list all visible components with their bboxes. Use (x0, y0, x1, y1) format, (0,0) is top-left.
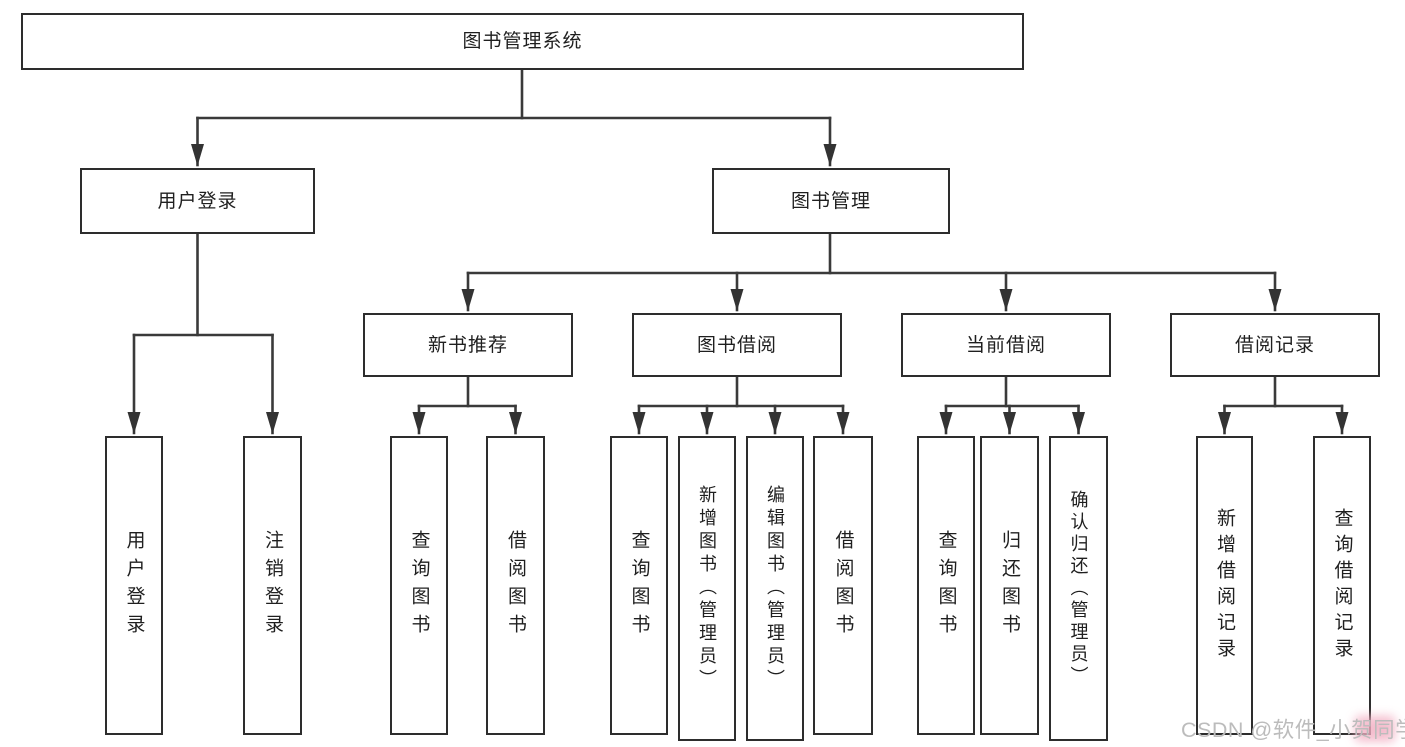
leaf-query-books-borrow: 查询图书 (610, 436, 668, 735)
node-book-management: 图书管理 (712, 168, 950, 234)
edge-root-to-level2 (191, 68, 837, 167)
leaf-query-borrow-record: 查询借阅记录 (1313, 436, 1371, 735)
node-user-login: 用户登录 (80, 168, 315, 234)
leaf-edit-books-admin-label: 编辑图书（管理员） (765, 485, 785, 692)
leaf-add-books-admin-label: 新增图书（管理员） (697, 485, 717, 692)
leaf-logout-login: 注销登录 (243, 436, 302, 735)
edge-newbook-to-leaves (412, 375, 522, 435)
leaf-borrow-books: 借阅图书 (813, 436, 873, 735)
leaf-query-books-current-label: 查询图书 (935, 529, 957, 642)
leaf-add-borrow-record-label: 新增借阅记录 (1214, 507, 1235, 664)
leaf-borrow-books-recommend-label: 借阅图书 (505, 529, 526, 642)
edge-borrow-to-leaves (632, 375, 850, 435)
leaf-user-login-label: 用户登录 (123, 529, 145, 642)
node-borrow-record: 借阅记录 (1170, 313, 1380, 377)
leaf-query-books-recommend-label: 查询图书 (408, 529, 430, 642)
leaf-return-books: 归还图书 (980, 436, 1039, 735)
leaf-user-login: 用户登录 (105, 436, 163, 735)
node-book-borrow: 图书借阅 (632, 313, 842, 377)
leaf-borrow-books-label: 借阅图书 (832, 529, 854, 642)
node-current-borrow: 当前借阅 (901, 313, 1111, 377)
edge-bookmgmt-to-level3 (461, 232, 1282, 312)
leaf-query-books-recommend: 查询图书 (390, 436, 448, 735)
leaf-return-books-label: 归还图书 (999, 529, 1020, 642)
leaf-confirm-return-admin-label: 确认归还（管理员） (1068, 489, 1089, 688)
csdn-watermark: CSDN @软件_小贺同学 (1181, 718, 1405, 742)
leaf-edit-books-admin: 编辑图书（管理员） (746, 436, 804, 741)
node-library-management-system: 图书管理系统 (21, 13, 1024, 70)
leaf-confirm-return-admin: 确认归还（管理员） (1049, 436, 1108, 741)
edge-userlogin-to-leaves (127, 232, 279, 435)
watermark-highlight (1355, 716, 1395, 742)
leaf-add-borrow-record: 新增借阅记录 (1196, 436, 1253, 735)
leaf-query-books-borrow-label: 查询图书 (628, 529, 650, 642)
leaf-add-books-admin: 新增图书（管理员） (678, 436, 736, 741)
edge-record-to-leaves (1218, 375, 1349, 435)
leaf-borrow-books-recommend: 借阅图书 (486, 436, 545, 735)
leaf-logout-login-label: 注销登录 (262, 529, 283, 642)
node-new-book-recommend: 新书推荐 (363, 313, 573, 377)
leaf-query-borrow-record-label: 查询借阅记录 (1331, 507, 1353, 664)
edge-current-to-leaves (939, 375, 1085, 435)
leaf-query-books-current: 查询图书 (917, 436, 975, 735)
